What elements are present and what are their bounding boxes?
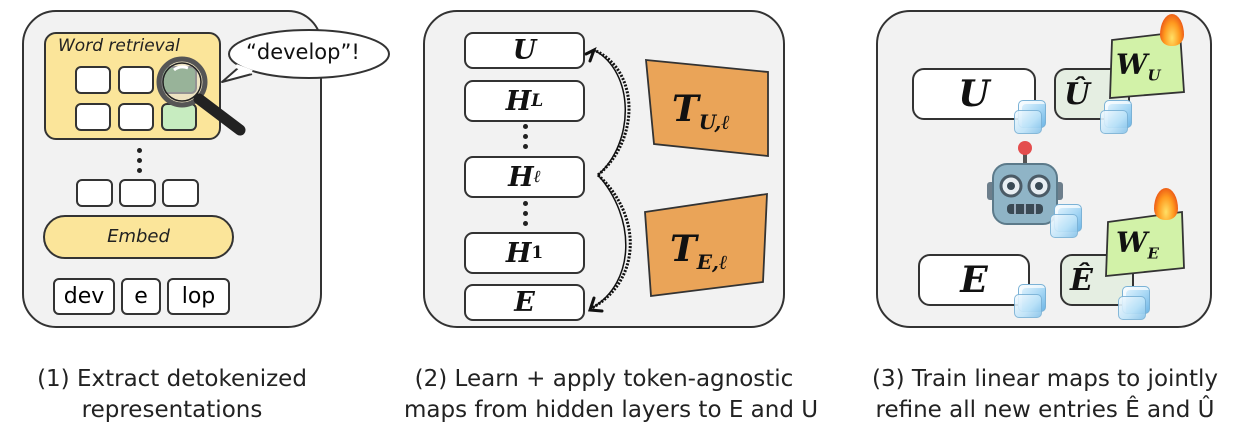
token-slot bbox=[162, 179, 199, 207]
ice-icon bbox=[1050, 204, 1082, 238]
grid-cell bbox=[75, 103, 111, 131]
w-u-shape bbox=[1109, 30, 1185, 99]
vertical-ellipsis bbox=[520, 201, 530, 231]
embed-label: Embed bbox=[107, 226, 170, 247]
token-slot bbox=[76, 179, 113, 207]
vertical-ellipsis bbox=[134, 148, 144, 178]
matrix-e: E bbox=[918, 254, 1030, 306]
vertical-ellipsis bbox=[520, 124, 530, 154]
token-slot bbox=[119, 179, 156, 207]
vector-e: E bbox=[464, 284, 585, 321]
token-dev: dev bbox=[53, 278, 115, 315]
word-retrieval-label: Word retrieval bbox=[58, 36, 180, 56]
grid-cell bbox=[118, 66, 154, 94]
grid-cell bbox=[118, 103, 154, 131]
arrows bbox=[584, 46, 632, 313]
fire-icon bbox=[1160, 14, 1184, 46]
grid-cell bbox=[75, 66, 111, 94]
matrix-u: U bbox=[912, 68, 1036, 120]
caption-step-1: (1) Extract detokenized representations bbox=[37, 366, 307, 423]
map-t-u-shape bbox=[645, 58, 769, 157]
ice-icon bbox=[1118, 286, 1150, 320]
fire-icon bbox=[1154, 188, 1178, 220]
map-t-e-shape bbox=[644, 192, 768, 298]
magnifier-icon bbox=[156, 56, 246, 136]
ice-icon bbox=[1014, 100, 1046, 134]
speech-bubble bbox=[221, 29, 390, 83]
caption-step-2: (2) Learn + apply token-agnostic maps fr… bbox=[404, 366, 819, 423]
speech-text: “develop”! bbox=[246, 40, 360, 64]
vector-u: U bbox=[464, 32, 585, 69]
w-u-label: WU bbox=[1116, 48, 1161, 85]
map-t-u-label: TU,ℓ bbox=[672, 88, 730, 135]
embed-box bbox=[43, 215, 234, 259]
ice-icon bbox=[1100, 100, 1132, 134]
caption-step-3: (3) Train linear maps to jointly refine … bbox=[872, 366, 1218, 423]
ice-icon bbox=[1014, 284, 1046, 318]
w-e-label: WE bbox=[1116, 226, 1159, 263]
robot-icon bbox=[987, 141, 1063, 225]
token-e: e bbox=[121, 278, 161, 315]
map-t-e-label: TE,ℓ bbox=[670, 228, 728, 275]
token-lop: lop bbox=[167, 278, 230, 315]
grid-cell-highlight bbox=[161, 103, 197, 131]
